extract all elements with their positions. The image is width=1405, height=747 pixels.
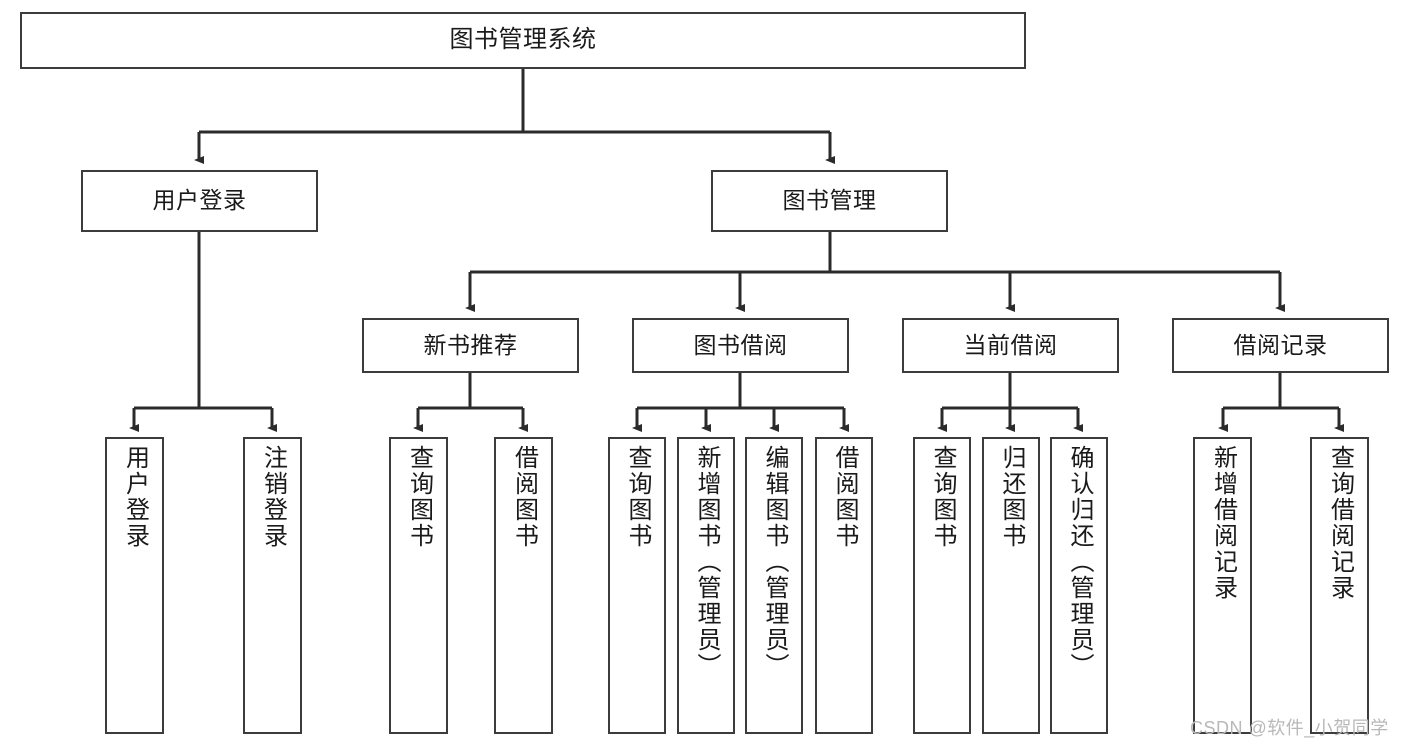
leaf-query-books-newbook-label: 查询图书: [405, 445, 433, 549]
node-root[interactable]: 图书管理系统: [20, 12, 1026, 69]
node-root-label: 图书管理系统: [449, 26, 597, 54]
leaf-add-borrow-record[interactable]: 新增借阅记录: [1193, 437, 1252, 734]
leaf-borrow-books-borrow[interactable]: 借阅图书: [815, 437, 873, 734]
node-book-borrow-label: 图书借阅: [693, 331, 788, 358]
leaf-query-books-newbook[interactable]: 查询图书: [389, 437, 448, 734]
node-borrow-records-label: 借阅记录: [1233, 331, 1328, 358]
node-book-management[interactable]: 图书管理: [711, 170, 948, 232]
leaf-logout[interactable]: 注销登录: [243, 437, 302, 734]
node-new-book-recommend[interactable]: 新书推荐: [362, 318, 579, 373]
leaf-return-books-label: 归还图书: [998, 445, 1025, 549]
leaf-query-borrow-record[interactable]: 查询借阅记录: [1310, 437, 1369, 734]
leaf-user-login[interactable]: 用户登录: [105, 437, 164, 734]
leaf-confirm-return-admin-label: 确认归还（管理员）: [1066, 445, 1093, 679]
node-borrow-records[interactable]: 借阅记录: [1172, 318, 1389, 373]
node-current-borrow-label: 当前借阅: [963, 331, 1058, 358]
leaf-query-books-current-label: 查询图书: [929, 445, 956, 549]
leaf-add-book-admin[interactable]: 新增图书（管理员）: [677, 437, 735, 734]
leaf-return-books[interactable]: 归还图书: [982, 437, 1040, 734]
watermark-text: CSDN @软件_小贺同学: [1190, 718, 1389, 738]
leaf-confirm-return-admin[interactable]: 确认归还（管理员）: [1050, 437, 1108, 734]
node-current-borrow[interactable]: 当前借阅: [902, 318, 1119, 373]
node-book-management-label: 图书管理: [782, 187, 877, 214]
leaf-borrow-books-newbook-label: 借阅图书: [510, 445, 538, 549]
leaf-edit-book-admin[interactable]: 编辑图书（管理员）: [745, 437, 803, 734]
leaf-query-borrow-record-label: 查询借阅记录: [1326, 445, 1354, 601]
node-book-borrow[interactable]: 图书借阅: [632, 318, 849, 373]
leaf-edit-book-admin-label: 编辑图书（管理员）: [761, 445, 788, 679]
leaf-add-book-admin-label: 新增图书（管理员）: [693, 445, 720, 679]
leaf-add-borrow-record-label: 新增借阅记录: [1209, 445, 1237, 601]
leaf-logout-label: 注销登录: [259, 445, 287, 549]
leaf-borrow-books-borrow-label: 借阅图书: [831, 445, 858, 549]
node-user-login[interactable]: 用户登录: [81, 170, 318, 232]
leaf-query-books-current[interactable]: 查询图书: [913, 437, 971, 734]
leaf-query-books-borrow[interactable]: 查询图书: [608, 437, 666, 734]
leaf-borrow-books-newbook[interactable]: 借阅图书: [494, 437, 553, 734]
node-new-book-recommend-label: 新书推荐: [423, 331, 518, 358]
node-user-login-label: 用户登录: [152, 187, 247, 214]
leaf-query-books-borrow-label: 查询图书: [624, 445, 651, 549]
leaf-user-login-label: 用户登录: [121, 445, 149, 549]
